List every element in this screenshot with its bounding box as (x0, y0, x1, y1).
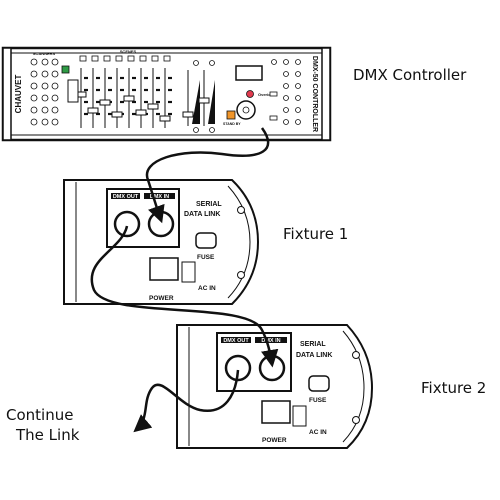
fixture-2-dmx-out-tag (221, 337, 251, 343)
fixture-2-screw-bottom (352, 416, 360, 424)
label-dmx-controller: DMX Controller (353, 66, 467, 84)
dmx-cable-controller-to-fixture-1 (145, 127, 270, 224)
fixture-1-dmx-out-label: DMX OUT (113, 194, 139, 200)
standby-button-orange (226, 110, 236, 120)
fixture-2-dmx-in-label: DMX IN (261, 338, 280, 344)
fixture-1-dmx-out-socket (113, 210, 141, 238)
fixture-2-screw-top (352, 351, 360, 359)
label-fixture-2: Fixture 2 (421, 379, 486, 397)
fixture-2-serial-label: SERIAL (300, 341, 326, 348)
rack-ear-right (321, 47, 331, 141)
lcd-display (235, 65, 263, 81)
function-buttons (193, 60, 215, 133)
fixture-1-dmx-in-tag (144, 193, 175, 199)
fixture-1-dmx-out-tag (111, 193, 140, 199)
fixture-2-power-label: POWER (262, 437, 287, 444)
bank-selector (67, 79, 79, 103)
fixture-1-fuse-label: FUSE (197, 254, 215, 261)
fixture-1-screw-top (237, 206, 245, 214)
fixture-1-fuse-holder (195, 232, 217, 249)
label-the-link: The Link (15, 426, 80, 444)
scanners-label: SCANNERS (33, 51, 56, 56)
fixture-1-data-link-label: DATA LINK (184, 211, 220, 218)
fixture-2-dmx-out-label: DMX OUT (223, 338, 249, 344)
fixture-2-fuse-holder (308, 375, 330, 392)
channel-faders (75, 68, 172, 128)
scene-buttons (79, 55, 171, 62)
fixture-2: DMX OUT DMX IN SERIAL DATA LINK FUSE AC … (176, 324, 374, 449)
fixture-1-dmx-in-label: DMX IN (150, 194, 169, 200)
fixture-2-fuse-label: FUSE (309, 397, 327, 404)
fixture-1-dmx-in-socket (147, 210, 175, 238)
scenes-label: SCENES (120, 49, 137, 54)
dmx-controller: CHAUVET SCANNERS SCENES (1, 46, 332, 142)
controller-model: DMX-50 CONTROLLER (311, 56, 318, 132)
overide-led (246, 90, 254, 98)
fixture-1-ac-in-label: AC IN (198, 285, 216, 292)
label-continue: Continue (6, 406, 73, 424)
dmx-cable-fixture-2-continue (133, 369, 240, 433)
scanner-led-green (61, 65, 70, 74)
fixture-1-ac-inlet (181, 261, 196, 283)
fixture-1-power-switch (149, 257, 179, 281)
fixture-1-curve-inner (227, 185, 251, 299)
rack-ear-left (2, 47, 12, 141)
fixture-2-curve-inner (342, 330, 365, 443)
fixture-1-screw-bottom (237, 271, 245, 279)
fixture-2-data-link-label: DATA LINK (296, 352, 332, 359)
fixture-2-ac-inlet (292, 405, 307, 427)
standby-label: STAND BY (223, 122, 241, 126)
fixture-2-power-switch (261, 400, 291, 424)
label-fixture-1: Fixture 1 (283, 225, 348, 243)
fixture-2-ac-in-label: AC IN (309, 429, 327, 436)
dmx-cable-fixture-1-to-fixture-2 (90, 225, 279, 368)
scanner-buttons (30, 58, 59, 126)
master-faders (182, 70, 215, 126)
fixture-1-power-label: POWER (149, 295, 174, 302)
program-buttons (269, 59, 301, 125)
fixture-2-dmx-out-socket (224, 354, 252, 382)
fixture-1-serial-label: SERIAL (196, 201, 222, 208)
fixture-1: DMX OUT DMX IN SERIAL DATA LINK FUSE AC … (63, 179, 260, 305)
overide-label: Overide (258, 92, 274, 97)
controller-brand: CHAUVET (14, 75, 23, 114)
fixture-2-dmx-in-tag (255, 337, 287, 343)
